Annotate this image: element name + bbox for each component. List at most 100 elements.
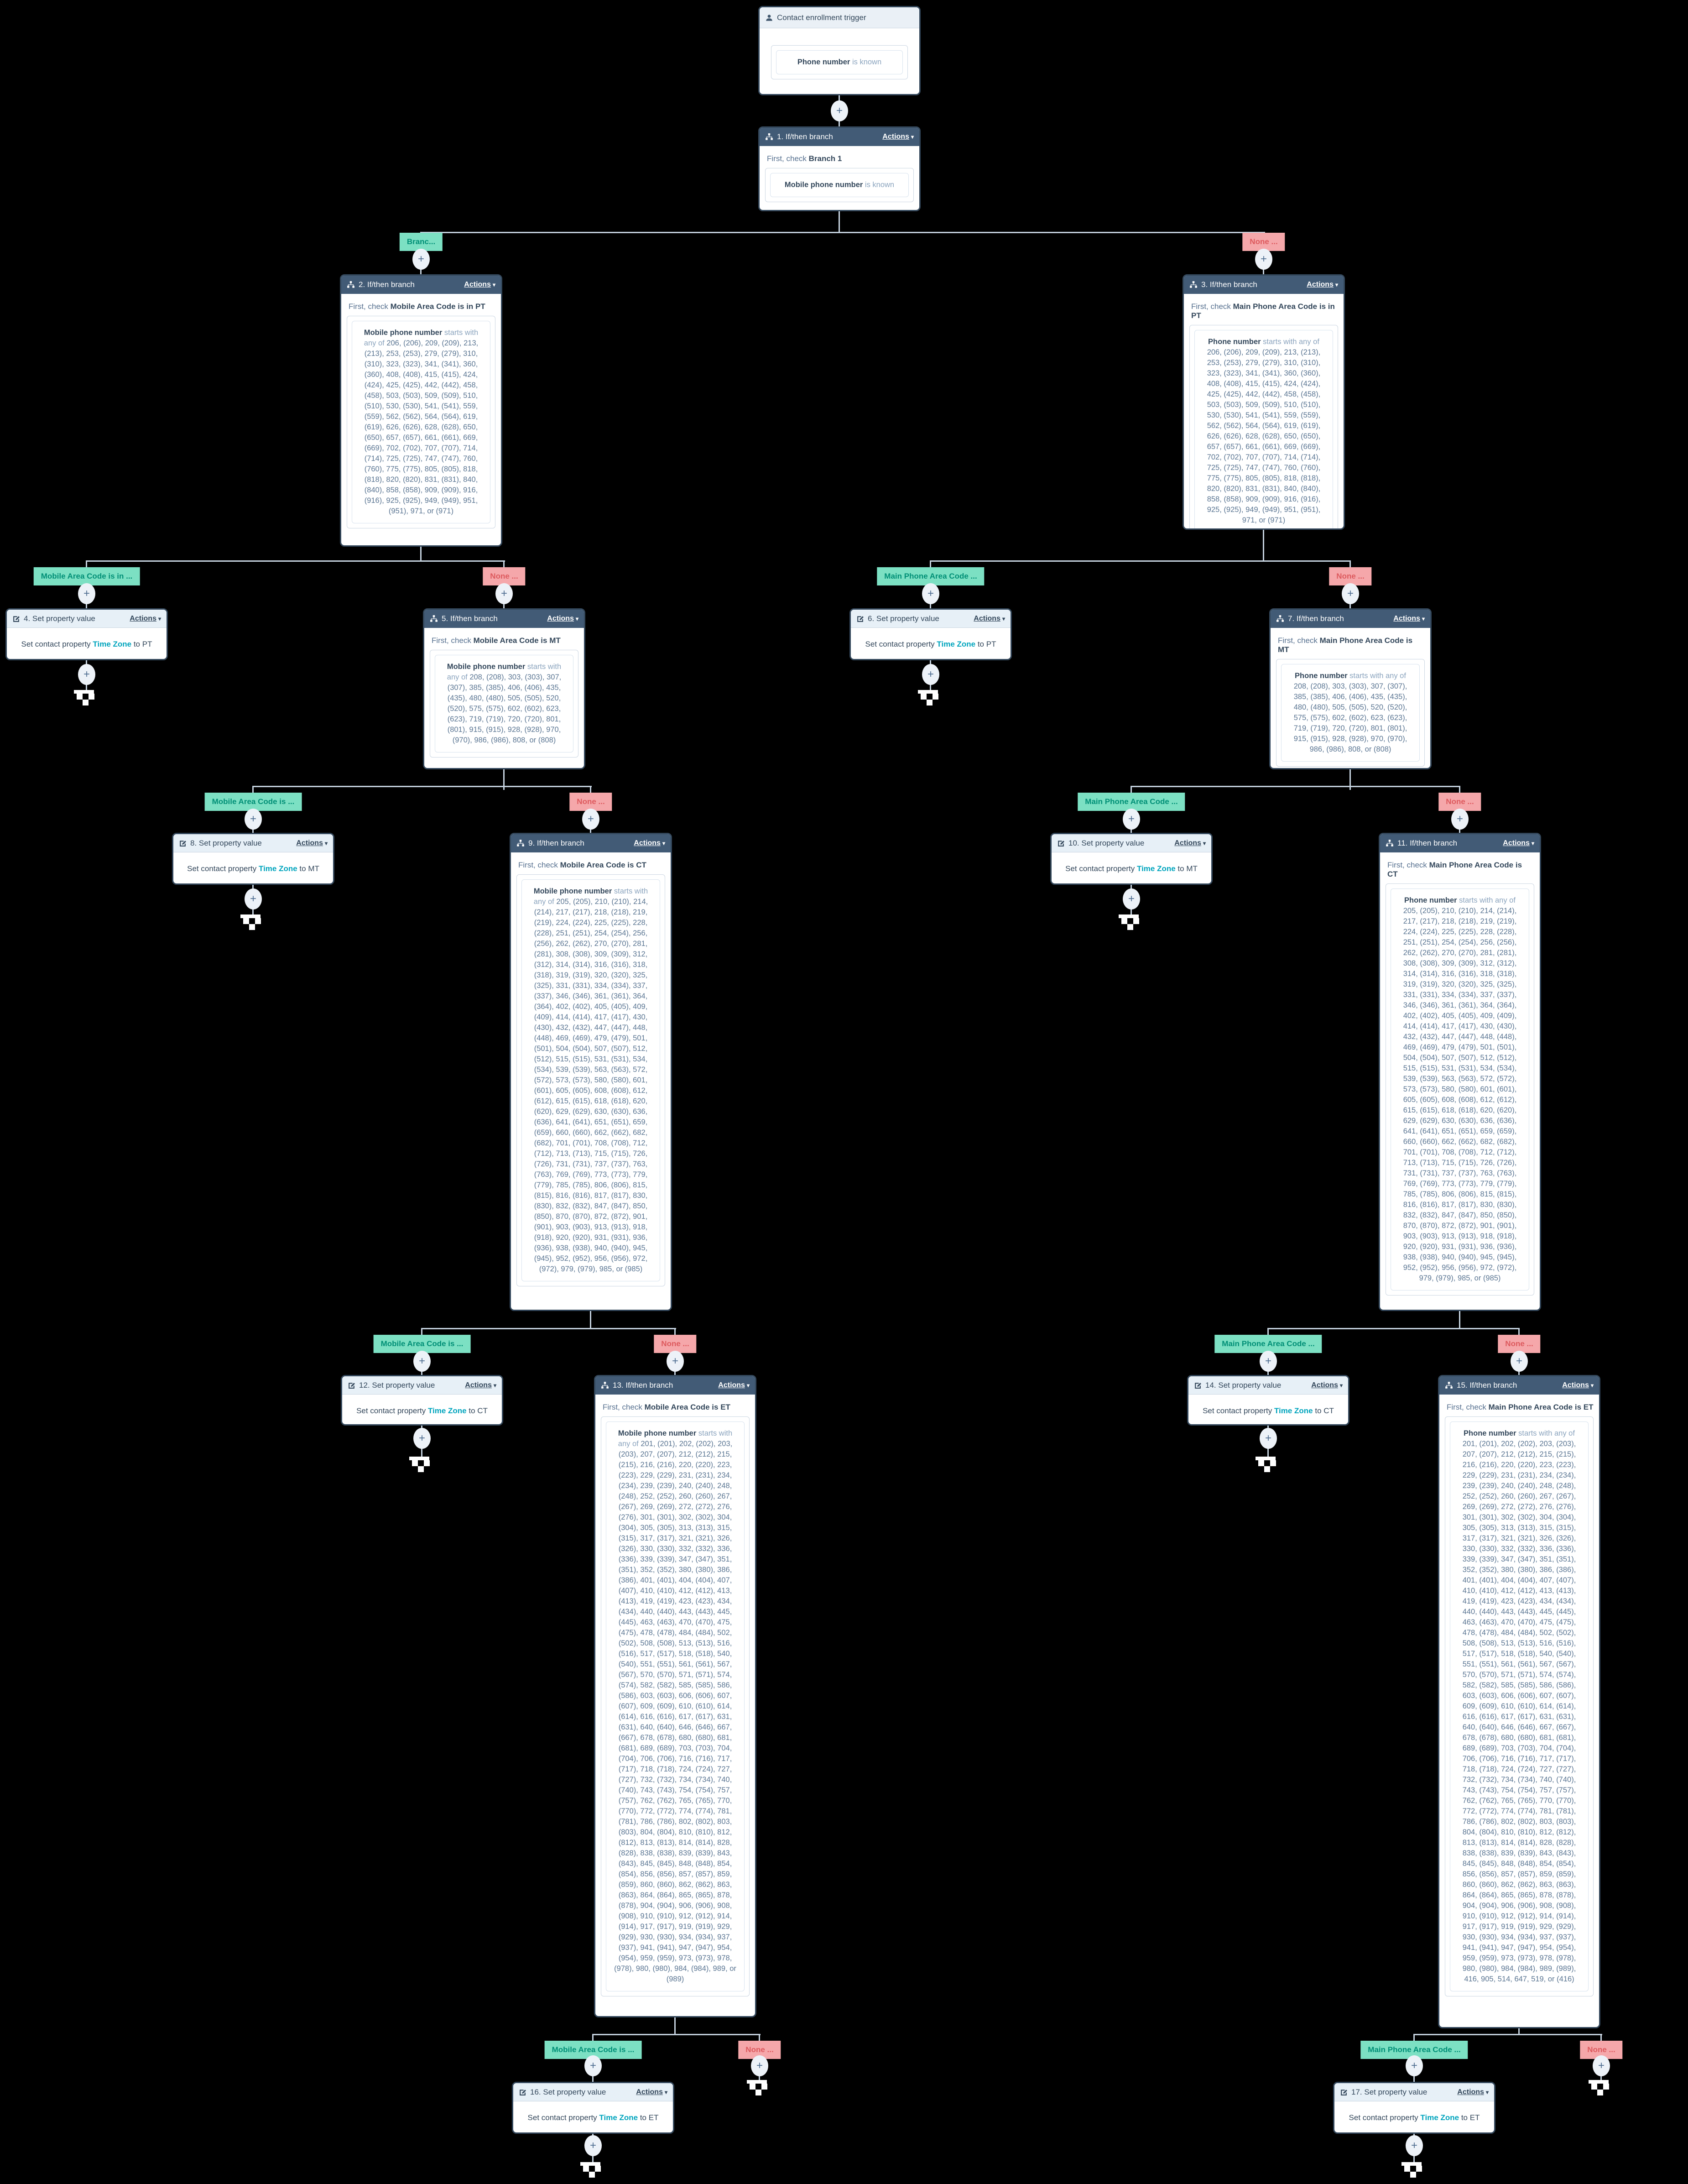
add-action-button[interactable]: + — [667, 1351, 684, 1372]
node-9-if-then[interactable]: 9. If/then branch Actions▾ First, check … — [510, 833, 672, 1311]
node-trigger[interactable]: Contact enrollment trigger Phone number … — [758, 6, 921, 95]
condition-box: Phone number starts with any of 208, (20… — [1276, 659, 1425, 767]
add-action-button[interactable]: + — [78, 664, 95, 685]
end-flag-icon — [240, 914, 266, 935]
branch-label-none[interactable]: None ... — [1329, 567, 1372, 585]
add-action-button[interactable]: + — [1123, 888, 1140, 909]
node-15-if-then[interactable]: 15. If/then branch Actions▾ First, check… — [1438, 1375, 1600, 2028]
actions-menu[interactable]: Actions▾ — [1311, 1381, 1343, 1390]
add-action-button[interactable]: + — [584, 2135, 602, 2156]
add-action-button[interactable]: + — [1406, 2055, 1423, 2076]
sitemap-icon — [1386, 839, 1394, 847]
branch-label-none[interactable]: None ... — [654, 1335, 697, 1353]
branch-label-main-mt[interactable]: Main Phone Area Code ... — [1078, 793, 1185, 811]
node-7-if-then[interactable]: 7. If/then branch Actions▾ First, check … — [1269, 608, 1432, 769]
condition-box: Mobile phone number starts with any of 2… — [430, 650, 578, 758]
time-zone-link[interactable]: Time Zone — [599, 2113, 638, 2122]
condition-property: Mobile phone number — [447, 663, 526, 671]
node-17-set-property[interactable]: 17. Set property value Actions▾ Set cont… — [1333, 2082, 1495, 2134]
actions-menu[interactable]: Actions▾ — [1307, 281, 1338, 289]
branch-label-branch1[interactable]: Branc... — [399, 233, 443, 251]
node-14-set-property[interactable]: 14. Set property value Actions▾ Set cont… — [1187, 1375, 1349, 1426]
time-zone-link[interactable]: Time Zone — [1274, 1406, 1313, 1415]
actions-menu[interactable]: Actions▾ — [882, 133, 914, 141]
node-1-if-then[interactable]: 1. If/then branch Actions▾ First, check … — [758, 126, 921, 211]
add-action-button[interactable]: + — [245, 888, 262, 909]
actions-menu[interactable]: Actions▾ — [130, 615, 161, 623]
add-action-button[interactable]: + — [1406, 2135, 1423, 2156]
add-action-button[interactable]: + — [1342, 583, 1359, 604]
node-16-set-property[interactable]: 16. Set property value Actions▾ Set cont… — [512, 2082, 674, 2134]
branch-label-main-ct[interactable]: Main Phone Area Code ... — [1214, 1335, 1322, 1353]
check-line: First, check Main Phone Area Code is MT — [1278, 636, 1413, 654]
add-action-button[interactable]: + — [245, 809, 262, 830]
check-line: First, check Main Phone Area Code is CT — [1387, 861, 1522, 878]
node-header: 10. Set property value Actions▾ — [1052, 834, 1211, 852]
actions-menu[interactable]: Actions▾ — [547, 615, 578, 623]
branch-label-mobile-pt[interactable]: Mobile Area Code is in ... — [33, 567, 140, 585]
branch-label-none[interactable]: None ... — [569, 793, 612, 811]
actions-menu[interactable]: Actions▾ — [1562, 1381, 1594, 1390]
add-action-button[interactable]: + — [78, 583, 95, 604]
node-5-if-then[interactable]: 5. If/then branch Actions▾ First, check … — [423, 608, 585, 769]
set-property-line: Set contact property Time Zone to MT — [187, 864, 319, 873]
add-action-button[interactable]: + — [1260, 1351, 1277, 1372]
add-action-button[interactable]: + — [413, 1428, 431, 1449]
time-zone-link[interactable]: Time Zone — [1137, 864, 1176, 873]
add-action-button[interactable]: + — [1593, 2055, 1610, 2076]
add-action-button[interactable]: + — [413, 1351, 431, 1372]
time-zone-link[interactable]: Time Zone — [259, 864, 297, 873]
time-zone-link[interactable]: Time Zone — [93, 640, 132, 648]
add-action-button[interactable]: + — [412, 249, 430, 270]
actions-menu[interactable]: Actions▾ — [464, 281, 495, 289]
add-action-button[interactable]: + — [495, 583, 513, 604]
check-line: First, check Mobile Area Code is MT — [432, 636, 561, 645]
actions-menu[interactable]: Actions▾ — [296, 839, 328, 847]
actions-menu[interactable]: Actions▾ — [1457, 2088, 1489, 2096]
actions-menu[interactable]: Actions▾ — [634, 839, 665, 847]
add-action-button[interactable]: + — [1255, 249, 1272, 270]
set-property-line: Set contact property Time Zone to CT — [1203, 1406, 1334, 1415]
branch-label-none[interactable]: None ... — [1242, 233, 1285, 251]
actions-menu[interactable]: Actions▾ — [974, 615, 1005, 623]
add-action-button[interactable]: + — [831, 100, 848, 121]
actions-label: Actions — [718, 1381, 745, 1389]
add-action-button[interactable]: + — [922, 583, 939, 604]
add-action-button[interactable]: + — [751, 2055, 768, 2076]
actions-label: Actions — [1174, 839, 1201, 847]
actions-menu[interactable]: Actions▾ — [1393, 615, 1425, 623]
time-zone-link[interactable]: Time Zone — [937, 640, 976, 648]
actions-menu[interactable]: Actions▾ — [718, 1381, 750, 1390]
node-13-if-then[interactable]: 13. If/then branch Actions▾ First, check… — [594, 1375, 756, 2017]
add-action-button[interactable]: + — [1451, 809, 1469, 830]
time-zone-link[interactable]: Time Zone — [427, 1406, 467, 1415]
node-10-set-property[interactable]: 10. Set property value Actions▾ Set cont… — [1050, 833, 1213, 885]
condition-values: 208, (208), 303, (303), 307, (307), 385,… — [1293, 682, 1407, 753]
branch-label-none[interactable]: None ... — [483, 567, 526, 585]
branch-label-mobile-mt[interactable]: Mobile Area Code is ... — [204, 793, 302, 811]
actions-menu[interactable]: Actions▾ — [1503, 839, 1534, 847]
actions-menu[interactable]: Actions▾ — [636, 2088, 667, 2096]
time-zone-link[interactable]: Time Zone — [1420, 2113, 1459, 2122]
add-action-button[interactable]: + — [1123, 809, 1140, 830]
node-4-set-property[interactable]: 4. Set property value Actions▾ Set conta… — [5, 608, 168, 660]
branch-label-none[interactable]: None ... — [1438, 793, 1481, 811]
add-action-button[interactable]: + — [1511, 1351, 1528, 1372]
actions-menu[interactable]: Actions▾ — [1174, 839, 1206, 847]
node-3-if-then[interactable]: 3. If/then branch Actions▾ First, check … — [1183, 274, 1345, 530]
node-6-set-property[interactable]: 6. Set property value Actions▾ Set conta… — [849, 608, 1012, 660]
add-action-button[interactable]: + — [1260, 1428, 1277, 1449]
node-8-set-property[interactable]: 8. Set property value Actions▾ Set conta… — [172, 833, 334, 885]
branch-label-mobile-ct[interactable]: Mobile Area Code is ... — [373, 1335, 471, 1353]
branch-label-none[interactable]: None ... — [1498, 1335, 1541, 1353]
add-action-button[interactable]: + — [922, 664, 939, 685]
add-action-button[interactable]: + — [582, 809, 599, 830]
condition-verb: starts with any of — [1347, 672, 1406, 680]
node-2-if-then[interactable]: 2. If/then branch Actions▾ First, check … — [340, 274, 502, 547]
node-12-set-property[interactable]: 12. Set property value Actions▾ Set cont… — [341, 1375, 503, 1426]
add-action-button[interactable]: + — [584, 2055, 602, 2076]
branch-label-main-pt[interactable]: Main Phone Area Code ... — [877, 567, 985, 585]
actions-menu[interactable]: Actions▾ — [465, 1381, 496, 1390]
node-11-if-then[interactable]: 11. If/then branch Actions▾ First, check… — [1379, 833, 1541, 1311]
end-flag-icon — [1589, 2080, 1614, 2100]
